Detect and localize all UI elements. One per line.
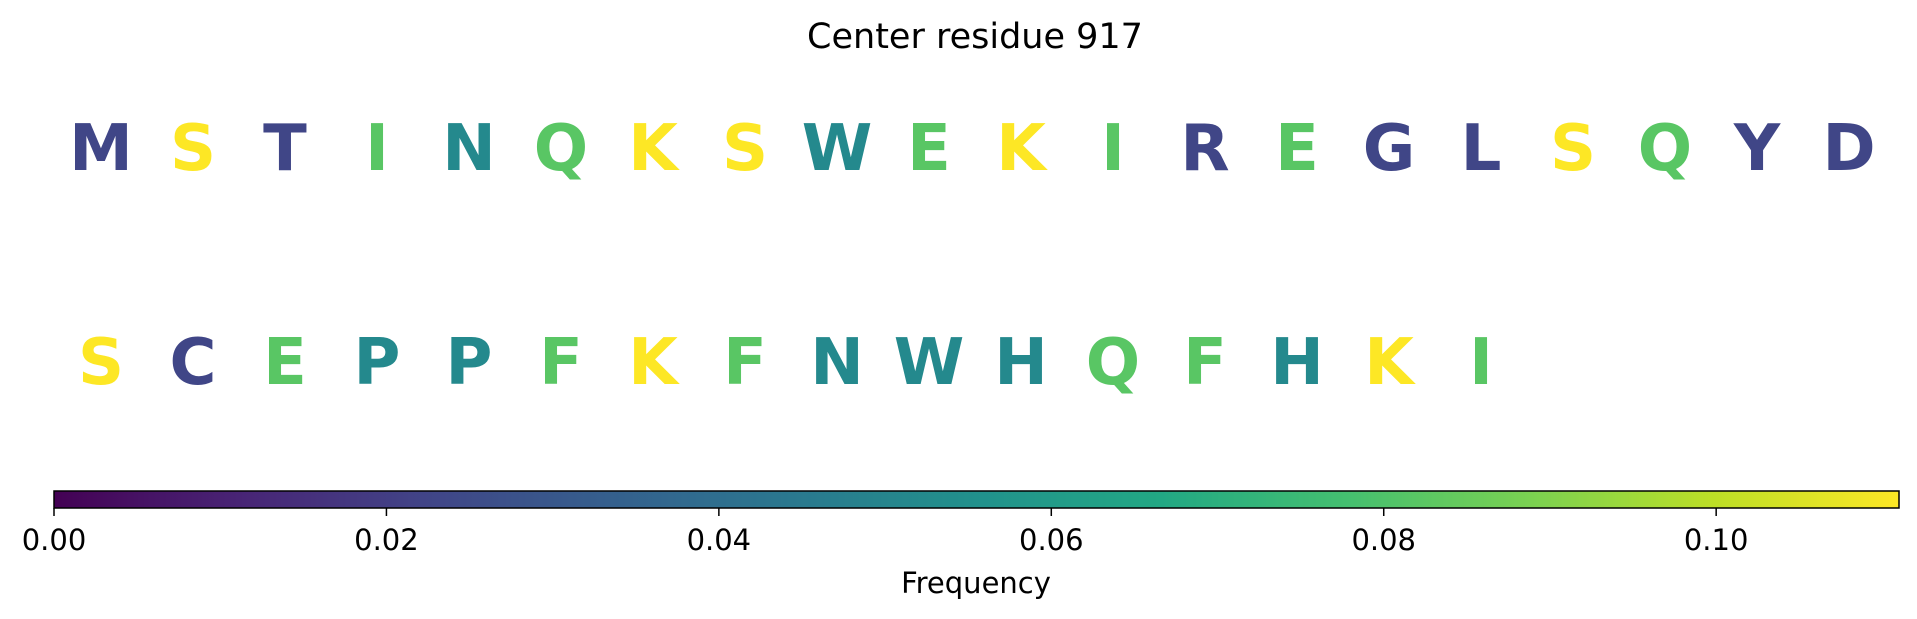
residue-letter: W <box>802 112 873 186</box>
residue-letter: D <box>1822 112 1875 186</box>
chart-title: Center residue 917 <box>807 17 1143 57</box>
colorbar-label: Frequency <box>901 566 1051 600</box>
residue-letter: I <box>1101 112 1125 186</box>
residue-letter: K <box>1364 326 1416 400</box>
colorbar-tick-label: 0.02 <box>354 523 419 557</box>
residue-letter: E <box>1275 112 1319 186</box>
colorbar-tick-label: 0.04 <box>687 523 752 557</box>
residue-letter: P <box>446 326 493 400</box>
residue-letter: F <box>723 326 767 400</box>
residue-letter: P <box>354 326 401 400</box>
residue-letter: Q <box>1086 326 1140 400</box>
residue-letter: C <box>170 326 217 400</box>
residue-letter: S <box>1550 112 1596 186</box>
residue-letter: Y <box>1733 112 1781 186</box>
residue-letter: H <box>1270 326 1324 400</box>
residue-letter: N <box>442 112 496 186</box>
colorbar: 0.00 0.02 0.04 0.06 0.08 0.10 Frequency <box>22 490 1900 600</box>
residue-letter: F <box>539 326 583 400</box>
residue-letter: K <box>996 112 1048 186</box>
residue-letter: I <box>1469 326 1493 400</box>
colorbar-tick-label: 0.06 <box>1019 523 1084 557</box>
residue-letter: K <box>628 112 680 186</box>
residue-letter: S <box>722 112 768 186</box>
residue-letter: W <box>894 326 965 400</box>
residue-letter: F <box>1183 326 1227 400</box>
residue-letter: S <box>78 326 124 400</box>
residue-letter: M <box>69 112 133 186</box>
residue-letter: H <box>994 326 1048 400</box>
residue-letter: G <box>1363 112 1416 186</box>
residue-letter: L <box>1461 112 1502 186</box>
residue-letter: Q <box>534 112 588 186</box>
residue-letter: I <box>365 112 389 186</box>
residue-letter: S <box>170 112 216 186</box>
residue-letter: T <box>263 112 307 186</box>
residue-letter: E <box>907 112 951 186</box>
residue-letter: Q <box>1638 112 1692 186</box>
residue-letter: K <box>628 326 680 400</box>
colorbar-ticks: 0.00 0.02 0.04 0.06 0.08 0.10 <box>22 508 1749 557</box>
colorbar-gradient <box>54 491 1899 508</box>
residue-letter: R <box>1180 112 1229 186</box>
residue-letter: N <box>810 326 864 400</box>
colorbar-tick-label: 0.00 <box>22 523 87 557</box>
residue-letter: E <box>263 326 307 400</box>
colorbar-frame <box>53 490 1900 509</box>
colorbar-tick-label: 0.08 <box>1351 523 1416 557</box>
colorbar-tick-label: 0.10 <box>1684 523 1749 557</box>
